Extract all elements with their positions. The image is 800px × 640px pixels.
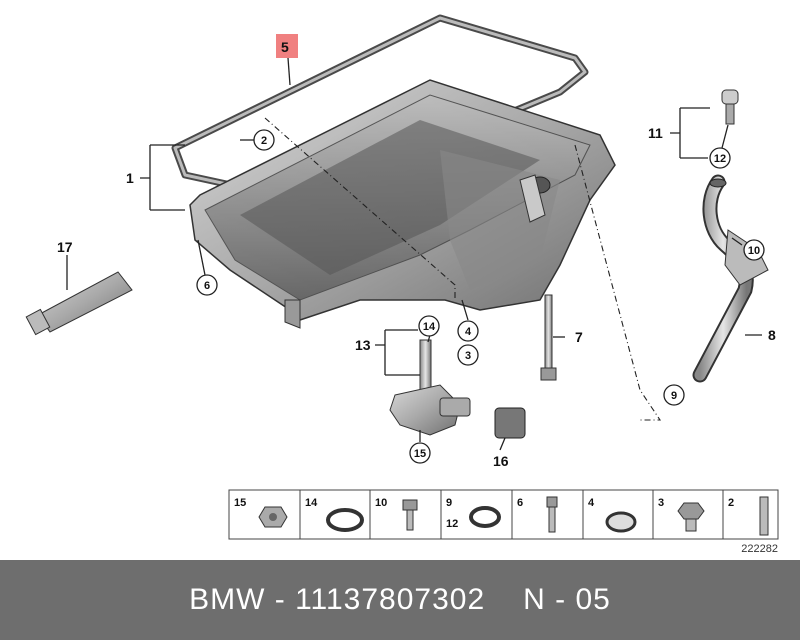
oil-level-sensor bbox=[389, 339, 526, 439]
legend-label-12: 12 bbox=[446, 518, 458, 530]
legend-label-14: 14 bbox=[305, 497, 318, 509]
washer-icon bbox=[605, 511, 637, 533]
svg-text:12: 12 bbox=[714, 153, 726, 165]
svg-text:15: 15 bbox=[414, 448, 426, 460]
threaded-stud-icon bbox=[759, 496, 769, 536]
svg-text:2: 2 bbox=[261, 135, 267, 147]
image-number: 222282 bbox=[741, 543, 778, 555]
oil-pan bbox=[189, 79, 616, 329]
o-ring-small-icon bbox=[469, 506, 501, 528]
dipstick-assembly bbox=[692, 89, 769, 383]
callout-15: 15 bbox=[409, 442, 431, 464]
legend-label-4: 4 bbox=[588, 497, 595, 509]
short-bolt-icon bbox=[402, 499, 418, 531]
svg-text:3: 3 bbox=[465, 350, 471, 362]
callout-12: 12 bbox=[709, 147, 731, 169]
legend-label-3: 3 bbox=[658, 497, 664, 509]
long-bolt bbox=[540, 294, 557, 381]
label-16: 16 bbox=[493, 453, 509, 469]
label-8: 8 bbox=[768, 327, 776, 343]
svg-text:6: 6 bbox=[204, 280, 210, 292]
callout-14: 14 bbox=[418, 315, 440, 337]
legend-label-2: 2 bbox=[728, 497, 734, 509]
svg-text:14: 14 bbox=[423, 321, 436, 333]
label-5: 5 bbox=[281, 39, 289, 55]
legend-label-15: 15 bbox=[234, 497, 246, 509]
position-code: N - 05 bbox=[523, 583, 611, 616]
label-7: 7 bbox=[575, 329, 583, 345]
gasket bbox=[171, 14, 589, 204]
o-ring-icon bbox=[326, 508, 364, 532]
callout-3: 3 bbox=[457, 344, 479, 366]
callout-6: 6 bbox=[196, 274, 218, 296]
highlight-box-5 bbox=[276, 34, 298, 58]
parts-legend: 15 14 10 9 12 6 4 3 2 bbox=[228, 489, 779, 540]
svg-text:10: 10 bbox=[748, 245, 760, 257]
callout-2: 2 bbox=[253, 129, 275, 151]
label-17: 17 bbox=[57, 239, 73, 255]
sealant-tube bbox=[25, 271, 133, 336]
svg-text:4: 4 bbox=[465, 326, 472, 338]
legend-label-6: 6 bbox=[517, 497, 523, 509]
label-1: 1 bbox=[126, 170, 134, 186]
callout-4: 4 bbox=[457, 320, 479, 342]
footer-bar: BMW - 11137807302 N - 05 bbox=[0, 560, 800, 640]
label-11: 11 bbox=[648, 125, 663, 141]
legend-label-10: 10 bbox=[375, 497, 387, 509]
legend-label-9: 9 bbox=[446, 497, 452, 509]
drain-plug-icon bbox=[677, 502, 705, 532]
stud-bolt-icon bbox=[546, 496, 558, 533]
brand-part-number: BMW - 11137807302 bbox=[189, 583, 486, 616]
callout-9: 9 bbox=[663, 384, 685, 406]
label-13: 13 bbox=[355, 337, 371, 353]
callout-10: 10 bbox=[743, 239, 765, 261]
svg-text:9: 9 bbox=[671, 390, 677, 402]
parts-diagram: 5 1 17 11 8 7 13 16 2 6 4 3 14 15 12 10 … bbox=[25, 14, 779, 555]
